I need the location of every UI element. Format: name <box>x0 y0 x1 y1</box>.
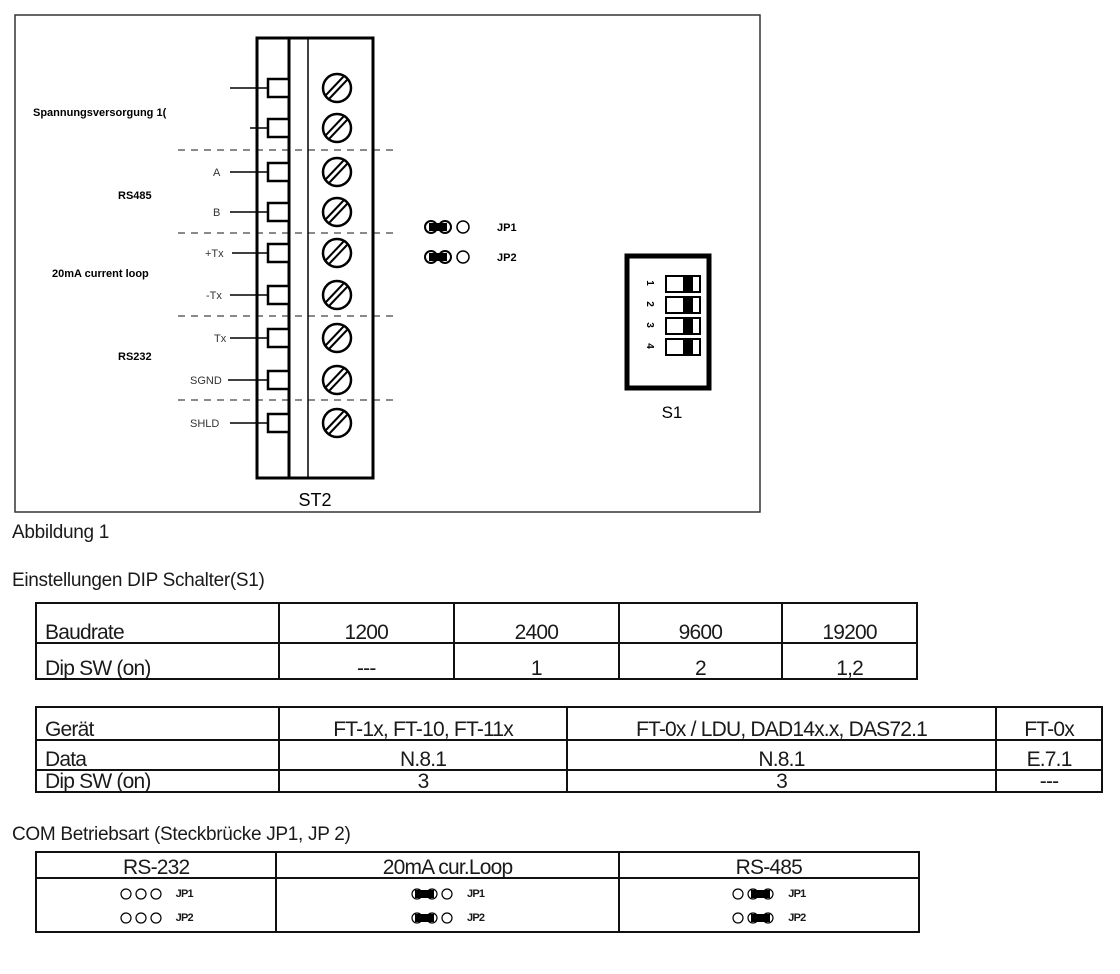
dip-switch-4: 4 <box>644 338 701 356</box>
terminal-label: ST2 <box>298 490 331 510</box>
jumper-pins-icon <box>411 888 453 900</box>
svg-text:3: 3 <box>644 322 655 328</box>
jumper-jp2: JP2 <box>424 250 517 264</box>
pin-label: SGND <box>190 375 222 387</box>
terminal-pin <box>230 72 353 104</box>
switch-label: S1 <box>662 403 683 422</box>
svg-text:JP1: JP1 <box>497 222 517 234</box>
dip-switch-s1 <box>624 253 712 391</box>
screw-icon <box>321 196 353 228</box>
jumper-row: JP2 <box>732 909 806 927</box>
jumper-row: JP2 <box>120 909 194 927</box>
terminal-pin: -Tx <box>206 279 353 311</box>
terminal-pin: A <box>213 156 353 188</box>
jumper-label: JP1 <box>467 888 485 900</box>
terminal-pin: Tx <box>214 322 353 354</box>
jumper-row: JP2 <box>411 909 485 927</box>
jumper-pins-icon <box>732 912 774 924</box>
group-label-rs232: RS232 <box>118 351 152 363</box>
terminal-block <box>255 36 375 480</box>
figure-caption: Abbildung 1 <box>12 522 110 543</box>
jumper-label: JP2 <box>467 912 485 924</box>
jumper-pins-icon <box>120 912 162 924</box>
jumper-label: JP1 <box>175 888 194 900</box>
pin-label: Tx <box>214 333 227 345</box>
pin-label: -Tx <box>206 290 222 302</box>
group-label-power: Spannungsversorgung 1( <box>33 107 167 119</box>
screw-icon <box>321 72 353 104</box>
diagram-frame <box>14 14 761 513</box>
screw-icon <box>321 112 353 144</box>
svg-text:1: 1 <box>644 280 655 286</box>
jumper-label: JP1 <box>788 888 806 900</box>
terminal-pin: SGND <box>190 364 353 396</box>
screw-icon <box>321 364 353 396</box>
jumper-pins-icon <box>732 888 774 900</box>
dip-switch-3: 3 <box>644 317 701 335</box>
screw-icon <box>321 237 353 269</box>
pin-label: +Tx <box>205 248 224 260</box>
dip-switch-1: 1 <box>644 275 701 293</box>
dip-heading: Einstellungen DIP Schalter(S1) <box>12 570 265 591</box>
terminal-pin <box>250 112 353 144</box>
jumper-label: JP2 <box>175 912 194 924</box>
screw-icon <box>321 156 353 188</box>
screw-icon <box>321 279 353 311</box>
jumper-row: JP1 <box>120 885 194 903</box>
com-heading: COM Betriebsart (Steckbrücke JP1, JP 2) <box>12 824 351 845</box>
svg-text:4: 4 <box>644 343 655 349</box>
jumper-pins-icon <box>120 888 162 900</box>
jumper-row: JP1 <box>411 885 485 903</box>
jumper-label: JP2 <box>788 912 806 924</box>
jumper-pins-icon <box>411 912 453 924</box>
terminal-pin: SHLD <box>190 407 353 439</box>
dip-switch-2: 2 <box>644 296 701 314</box>
svg-text:2: 2 <box>644 301 655 307</box>
group-label-rs485: RS485 <box>118 190 152 202</box>
pin-label: A <box>213 167 221 179</box>
pin-label: SHLD <box>190 418 219 430</box>
pin-label: B <box>213 207 220 219</box>
screw-icon <box>321 322 353 354</box>
jumper-row: JP1 <box>732 885 806 903</box>
svg-text:JP2: JP2 <box>497 252 517 264</box>
terminal-pin: B <box>213 196 353 228</box>
group-label-current-loop: 20mA current loop <box>52 268 149 280</box>
jumper-jp1: JP1 <box>424 220 517 234</box>
terminal-pin: +Tx <box>205 237 353 269</box>
screw-icon <box>321 407 353 439</box>
